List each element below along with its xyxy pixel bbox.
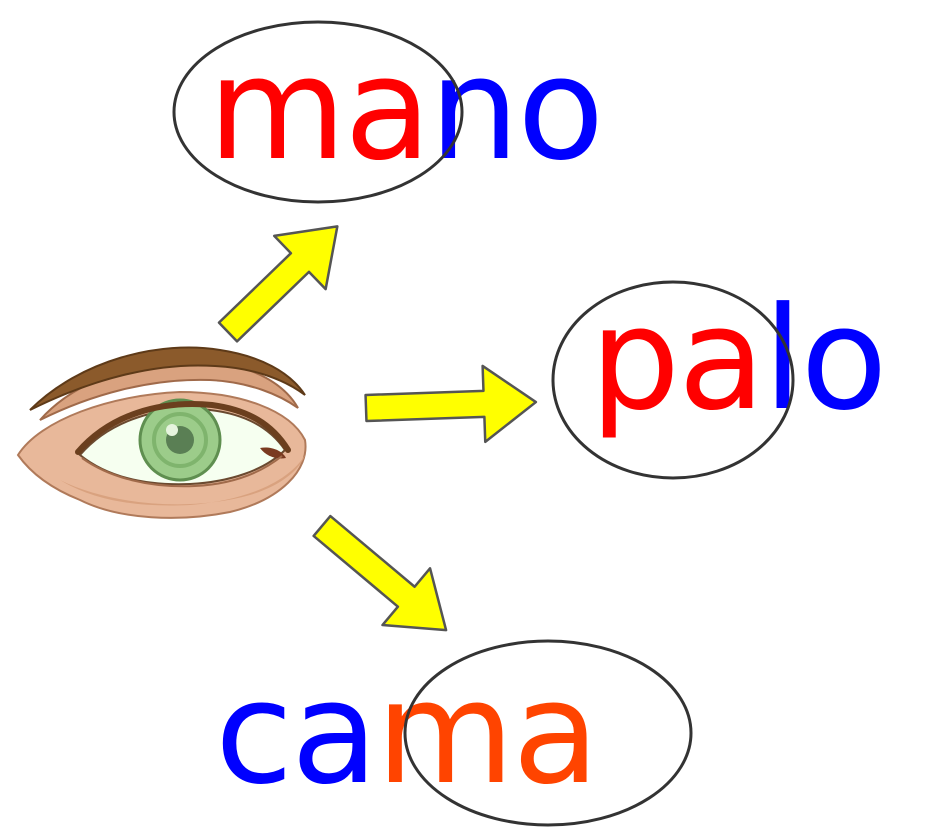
arrow-icon-up-right bbox=[217, 225, 339, 343]
arrow-icon-right bbox=[364, 364, 538, 444]
highlight-ellipse-palo bbox=[551, 280, 795, 480]
word-palo-syllable-highlighted: pa bbox=[590, 277, 763, 442]
svg-text:palo: palo bbox=[590, 277, 886, 442]
word-mano-syllable-rest: no bbox=[429, 27, 602, 192]
highlight-ellipse-cama bbox=[403, 639, 693, 827]
word-cama-syllable-highlighted: ma bbox=[376, 651, 597, 816]
word-palo-syllable-rest: lo bbox=[763, 277, 885, 442]
svg-text:cama: cama bbox=[215, 651, 597, 816]
word-mano-syllable-highlighted: ma bbox=[208, 27, 429, 192]
svg-text:mano: mano bbox=[208, 27, 602, 192]
highlight-ellipse-mano bbox=[172, 20, 464, 204]
word-palo: palo bbox=[551, 277, 888, 480]
eye-icon bbox=[16, 346, 307, 519]
word-mano: mano bbox=[172, 20, 604, 204]
word-cama: cama bbox=[215, 639, 693, 827]
arrow-icon-down-right bbox=[312, 514, 448, 632]
word-cama-syllable-rest: ca bbox=[215, 651, 376, 816]
